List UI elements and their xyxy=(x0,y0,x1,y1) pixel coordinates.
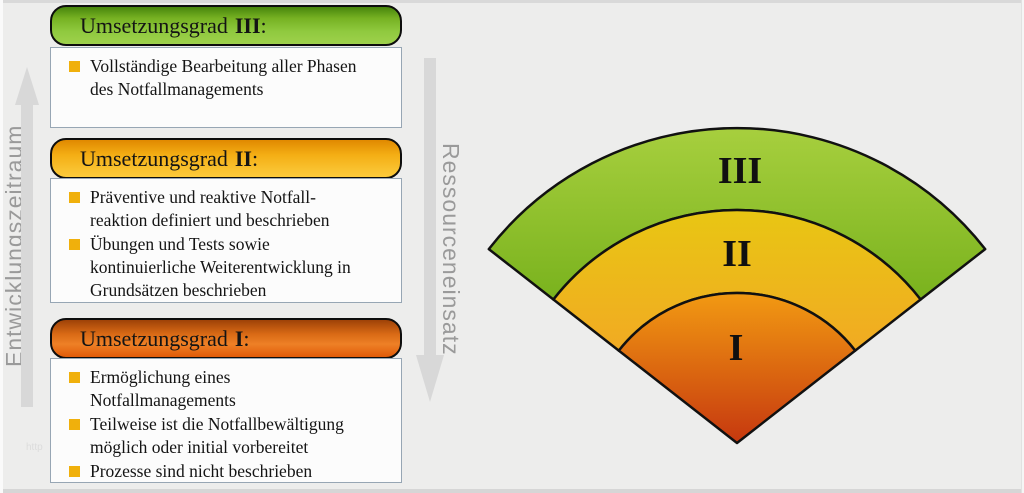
card-title-numeral: II xyxy=(234,145,252,171)
list-item: Teilweise ist die Notfallbewältigung mög… xyxy=(69,413,391,459)
list-item: Prozesse sind nicht beschrieben xyxy=(69,460,391,483)
bullet-text: Prozesse sind nicht beschrieben xyxy=(90,461,313,481)
list-item: Übungen und Tests sowie kontinuierliche … xyxy=(69,233,391,302)
down-arrow-shape xyxy=(416,58,444,402)
fan-label-level-3: III xyxy=(718,150,762,192)
down-arrow-icon xyxy=(416,58,444,402)
bullet-text: Präventive und reaktive Notfall- reaktio… xyxy=(90,187,330,230)
card-title-prefix: Umsetzungsgrad xyxy=(80,145,228,171)
card-title-prefix: Umsetzungsgrad xyxy=(80,325,228,351)
card-title-colon: : xyxy=(251,145,259,171)
watermark-text: http xyxy=(26,442,43,453)
bullet-square-icon xyxy=(69,192,80,203)
bullet-text: Übungen und Tests sowie kontinuierliche … xyxy=(90,234,351,300)
card-title-colon: : xyxy=(243,325,250,351)
bullet-square-icon xyxy=(69,239,80,250)
maturity-fan-chart: III II I xyxy=(487,126,987,445)
right-axis-label: Ressourceneinsatz xyxy=(438,143,464,356)
card-title-numeral: I xyxy=(234,325,244,351)
bullet-square-icon xyxy=(69,61,80,72)
fan-label-level-1: I xyxy=(729,327,744,369)
card-body-level-3: Vollständige Bearbeitung aller Phasen de… xyxy=(50,47,402,128)
bullet-text: Ermöglichung eines Notfallmanagements xyxy=(90,367,236,410)
card-title-colon: : xyxy=(260,12,267,38)
card-header-level-3: Umsetzungsgrad III : xyxy=(50,5,402,46)
list-item: Ermöglichung eines Notfallmanagements xyxy=(69,366,391,412)
frame-bottom-edge xyxy=(0,489,1024,493)
bullet-text: Teilweise ist die Notfallbewältigung mög… xyxy=(90,414,344,457)
frame-left-edge xyxy=(0,0,3,493)
bullet-square-icon xyxy=(69,419,80,430)
bullet-text: Vollständige Bearbeitung aller Phasen de… xyxy=(90,56,357,99)
up-arrow-icon xyxy=(15,67,39,407)
card-header-level-2: Umsetzungsgrad II : xyxy=(50,138,402,179)
list-item: Vollständige Bearbeitung aller Phasen de… xyxy=(69,55,391,101)
card-header-level-1: Umsetzungsgrad I : xyxy=(50,318,402,359)
list-item: Präventive und reaktive Notfall- reaktio… xyxy=(69,186,391,232)
card-title-prefix: Umsetzungsgrad xyxy=(80,12,228,38)
card-body-level-1: Ermöglichung eines Notfallmanagements Te… xyxy=(50,358,402,483)
bullet-square-icon xyxy=(69,466,80,477)
card-title-numeral: III xyxy=(234,12,261,38)
fan-label-level-2: II xyxy=(722,233,752,275)
up-arrow-shape xyxy=(15,67,39,407)
frame-top-edge xyxy=(0,0,1024,3)
fan-segment-level-1 xyxy=(617,291,857,445)
card-body-level-2: Präventive und reaktive Notfall- reaktio… xyxy=(50,178,402,303)
bullet-square-icon xyxy=(69,372,80,383)
frame-right-edge xyxy=(1021,0,1024,493)
